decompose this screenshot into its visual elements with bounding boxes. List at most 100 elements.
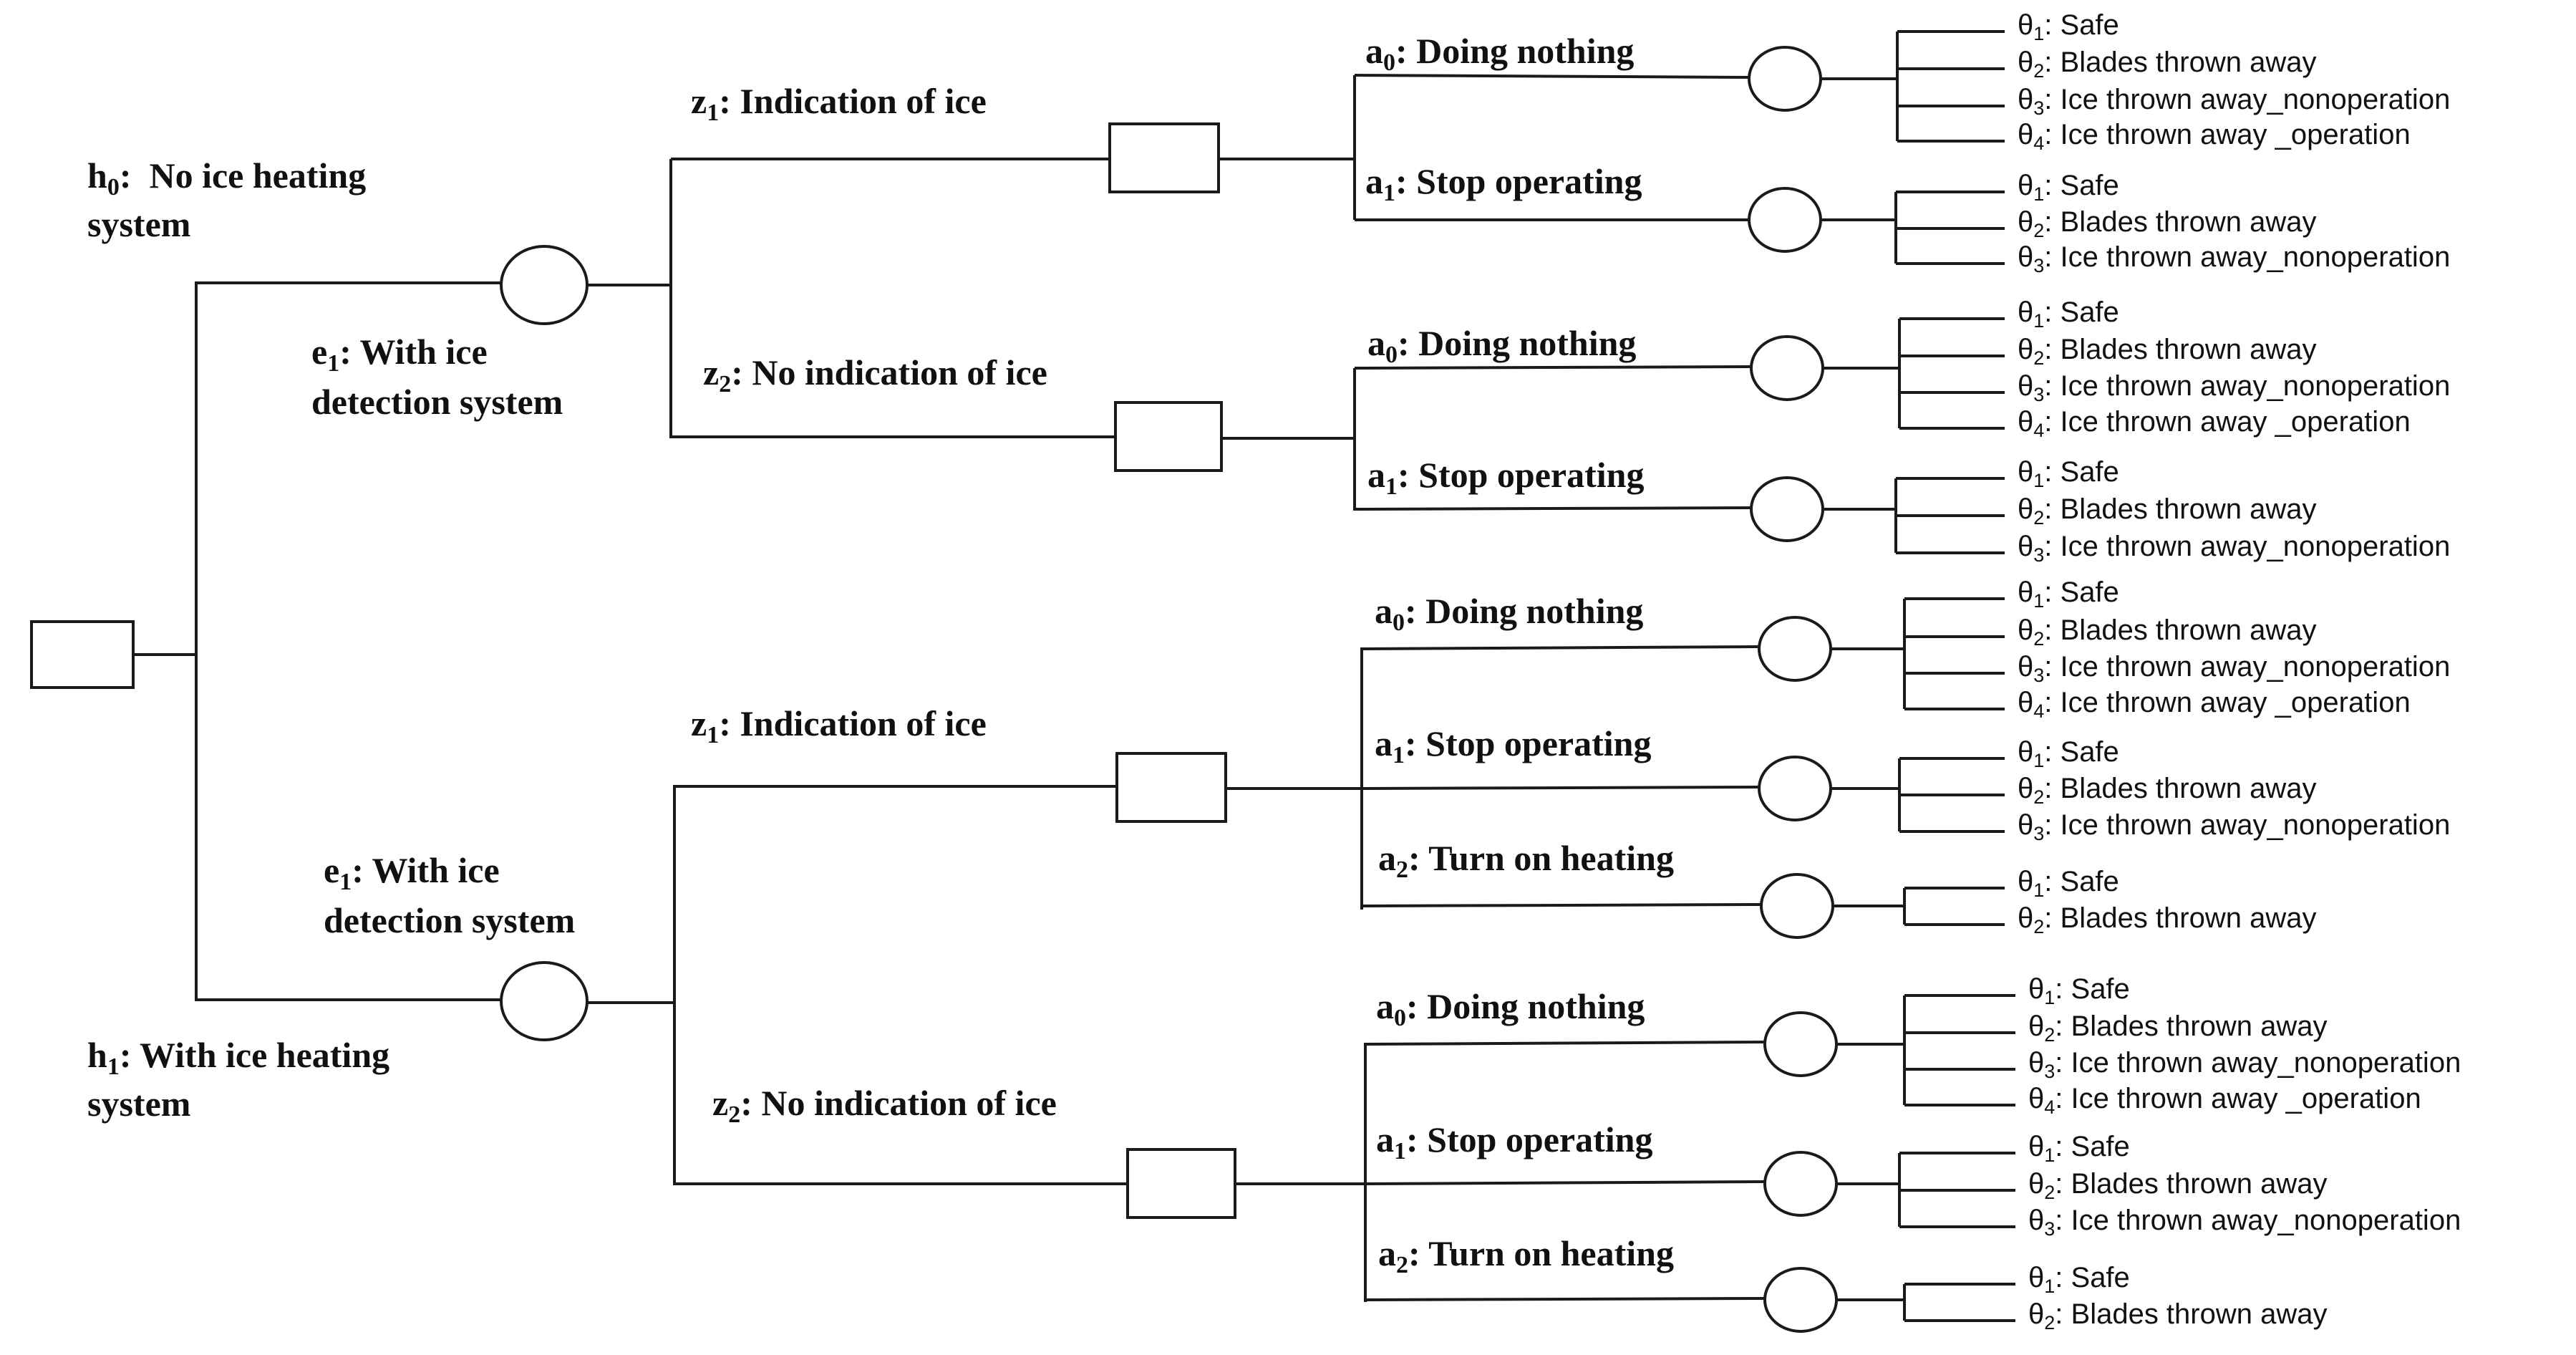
outcome-text: : Blades thrown away [2044,614,2316,646]
outcome-symbol: θ [2018,577,2033,608]
outcome-text: : Blades thrown away [2044,902,2316,934]
outcome-symbol: θ [2028,1298,2044,1330]
outcome-label: θ3: Ice thrown away_nonoperation [2028,1205,2461,1240]
label-a2-bottom-z2: a2: Turn on heating [1378,1233,1674,1278]
outcome-symbol: θ [2018,370,2033,402]
outcome-label: θ1: Safe [2018,866,2119,901]
outcome-symbol: θ [2028,1011,2044,1042]
outcome-subscript: 1 [2033,183,2044,205]
outcome-label: θ2: Blades thrown away [2018,493,2316,529]
decision-node-top-z1 [1108,122,1220,193]
chance-node-h0 [500,245,589,325]
outcome-text: : Safe [2055,1131,2130,1162]
outcome-symbol: θ [2018,902,2033,934]
outcome-text: : Blades thrown away [2055,1298,2327,1330]
outcome-subscript: 4 [2033,132,2044,154]
label-a2-bottom-z1: a2: Turn on heating [1378,838,1674,883]
outcome-text: : Safe [2044,866,2119,897]
outcome-text: : Blades thrown away [2044,206,2316,238]
outcome-text: : Blades thrown away [2044,773,2316,804]
outcome-text: : Safe [2044,9,2119,41]
chance-node-outcome [1763,1011,1838,1077]
outcome-text: : Ice thrown away_nonoperation [2044,84,2450,115]
outcome-label: θ2: Blades thrown away [2028,1168,2327,1203]
outcome-label: θ2: Blades thrown away [2028,1298,2327,1334]
label-e1-top: e1: With ice [311,332,488,377]
chance-node-h1 [500,961,589,1041]
outcome-subscript: 2 [2044,1312,2055,1334]
outcome-subscript: 2 [2044,1024,2055,1046]
outcome-symbol: θ [2028,1205,2044,1236]
outcome-label: θ4: Ice thrown away _operation [2028,1083,2421,1118]
outcome-symbol: θ [2028,1262,2044,1293]
outcome-text: : Ice thrown away_nonoperation [2044,531,2450,562]
label-e1-bottom: e1: With ice [324,850,500,895]
outcome-label: θ1: Safe [2018,736,2119,771]
outcome-label: θ1: Safe [2018,9,2119,44]
outcome-symbol: θ [2028,1131,2044,1162]
outcome-symbol: θ [2018,456,2033,488]
outcome-label: θ3: Ice thrown away_nonoperation [2018,84,2450,119]
outcome-symbol: θ [2028,973,2044,1005]
outcome-subscript: 2 [2044,1182,2055,1203]
action-edge [1354,74,1750,79]
outcome-subscript: 1 [2033,23,2044,44]
outcome-symbol: θ [2018,170,2033,201]
chance-node-outcome [1763,1151,1838,1217]
outcome-label: θ4: Ice thrown away _operation [2018,406,2411,441]
chance-node-outcome [1750,476,1824,542]
label-z2-bottom: z2: No indication of ice [712,1083,1057,1128]
decision-node-bottom-z1 [1115,752,1227,823]
outcome-text: : Ice thrown away _operation [2055,1083,2421,1114]
outcome-text: : Safe [2044,456,2119,488]
outcome-subscript: 1 [2033,590,2044,612]
outcome-text: : Blades thrown away [2055,1168,2327,1200]
outcome-subscript: 4 [2033,420,2044,441]
outcome-subscript: 1 [2044,1276,2055,1297]
outcome-symbol: θ [2018,531,2033,562]
label-a1-top-z2: a1: Stop operating [1367,455,1644,500]
action-edge [1365,1180,1766,1185]
outcome-subscript: 2 [2033,507,2044,529]
outcome-symbol: θ [2018,493,2033,525]
outcome-label: θ1: Safe [2018,296,2119,332]
outcome-text: : Ice thrown away_nonoperation [2044,809,2450,841]
outcome-text: : Safe [2044,170,2119,201]
outcome-label: θ3: Ice thrown away_nonoperation [2018,241,2450,276]
outcome-symbol: θ [2018,84,2033,115]
label-a1-bottom-z1: a1: Stop operating [1375,723,1651,768]
label-e1-top-line2: detection system [311,382,563,422]
outcome-subscript: 2 [2033,347,2044,369]
outcome-label: θ2: Blades thrown away [2018,206,2316,241]
outcome-symbol: θ [2018,296,2033,328]
outcome-subscript: 3 [2044,1218,2055,1240]
outcome-symbol: θ [2018,334,2033,365]
label-z2-top: z2: No indication of ice [703,352,1047,397]
outcome-label: θ3: Ice thrown away_nonoperation [2018,651,2450,686]
action-edge [1365,1297,1766,1301]
action-edge [1354,365,1752,370]
outcome-subscript: 1 [2044,1144,2055,1166]
action-edge [1361,903,1762,907]
chance-node-outcome [1748,46,1822,112]
outcome-text: : Blades thrown away [2044,493,2316,525]
outcome-label: θ4: Ice thrown away _operation [2018,687,2411,722]
outcome-subscript: 1 [2033,470,2044,491]
label-h0: h0: No ice heating [87,155,366,201]
outcome-text: : Blades thrown away [2044,47,2316,78]
label-a0-top-z2: a0: Doing nothing [1367,323,1636,368]
outcome-symbol: θ [2018,406,2033,438]
outcome-label: θ1: Safe [2028,1262,2130,1297]
outcome-subscript: 3 [2033,544,2044,566]
outcome-symbol: θ [2028,1047,2044,1079]
chance-node-outcome [1760,873,1834,939]
outcome-symbol: θ [2018,687,2033,718]
outcome-subscript: 2 [2033,916,2044,937]
label-e1-bottom-line2: detection system [324,900,575,940]
